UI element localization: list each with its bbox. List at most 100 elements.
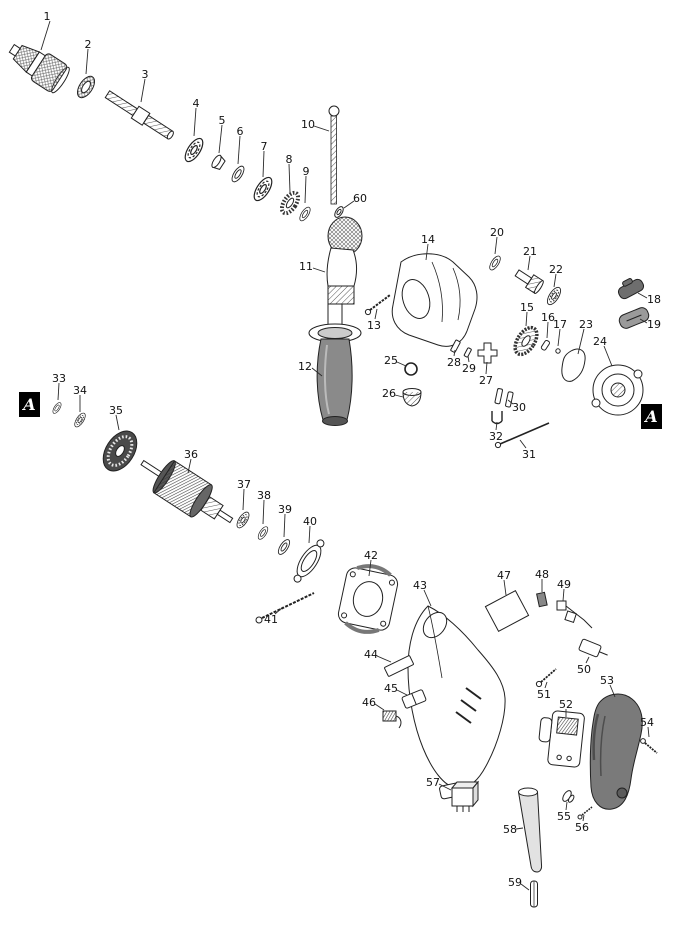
leader-line-14 xyxy=(425,243,429,261)
leader-line-1 xyxy=(40,20,51,51)
leader-line-38 xyxy=(262,499,265,525)
washer-drawing xyxy=(256,524,270,542)
part-number-label-9: 9 xyxy=(303,165,310,178)
motor-housing-drawing xyxy=(407,605,506,800)
part-number-label-18: 18 xyxy=(647,293,661,306)
part-number-label-26: 26 xyxy=(382,387,396,400)
part-number-label-11: 11 xyxy=(299,260,313,273)
clip-drawing xyxy=(491,411,503,425)
part-number-label-20: 20 xyxy=(490,226,504,239)
long-pin-drawing xyxy=(494,422,550,449)
leader-line-25 xyxy=(396,361,407,367)
part-number-label-45: 45 xyxy=(384,682,398,695)
part-number-label-24: 24 xyxy=(593,335,607,348)
leader-line-40 xyxy=(308,525,311,544)
labels-layer: 1234567891011121314151617181920212223242… xyxy=(40,10,661,891)
leader-line-42 xyxy=(368,559,372,577)
detail-marker-a-left: A xyxy=(19,392,40,417)
leader-line-6 xyxy=(237,135,241,165)
part-number-label-14: 14 xyxy=(421,233,435,246)
part-number-label-43: 43 xyxy=(413,579,427,592)
leader-line-12 xyxy=(311,367,323,377)
gear-housing-drawing xyxy=(391,253,478,347)
part-number-label-54: 54 xyxy=(640,716,654,729)
ball-bearing-drawing xyxy=(544,284,564,308)
screw-drawing xyxy=(364,294,391,316)
leader-line-53 xyxy=(609,684,616,698)
connector-drawing xyxy=(578,638,608,658)
part-number-label-41: 41 xyxy=(264,613,278,626)
leader-line-35 xyxy=(115,414,120,431)
chuck-ring-drawing xyxy=(76,75,96,99)
terminal-pair-drawing xyxy=(556,600,593,629)
part-number-label-21: 21 xyxy=(523,245,537,258)
ball-bearing-drawing xyxy=(234,509,252,531)
leader-line-26 xyxy=(394,394,404,398)
bracket-drawing xyxy=(477,342,498,364)
leader-line-32 xyxy=(495,421,498,431)
armature-drawing xyxy=(140,459,234,524)
spindle-drawing xyxy=(104,90,174,140)
part-number-label-57: 57 xyxy=(426,776,440,789)
ring-drawing xyxy=(275,537,293,557)
o-ring-drawing xyxy=(404,362,418,376)
part-number-label-56: 56 xyxy=(575,821,589,834)
bearing-cage-drawing xyxy=(279,190,301,216)
leader-line-56 xyxy=(582,814,585,822)
ball-bearing-drawing xyxy=(181,135,207,165)
part-number-label-44: 44 xyxy=(364,648,378,661)
small-screw-drawing xyxy=(577,806,593,820)
part-number-label-51: 51 xyxy=(537,688,551,701)
leader-line-46 xyxy=(374,703,385,711)
leader-line-20 xyxy=(494,236,498,255)
leader-line-59 xyxy=(520,883,530,891)
field-stator-drawing xyxy=(337,564,399,634)
leader-line-2 xyxy=(85,48,89,75)
side-handle-drawing xyxy=(308,303,362,426)
leader-line-21 xyxy=(527,255,531,271)
leader-line-3 xyxy=(140,78,146,103)
part-number-label-42: 42 xyxy=(364,549,378,562)
part-number-label-50: 50 xyxy=(577,663,591,676)
part-number-label-49: 49 xyxy=(557,578,571,591)
leader-line-47 xyxy=(503,579,507,596)
steel-ball-drawing xyxy=(555,348,561,354)
nut-drawing xyxy=(334,206,344,218)
part-number-label-10: 10 xyxy=(301,118,315,131)
leader-line-18 xyxy=(637,292,648,299)
part-number-label-1: 1 xyxy=(44,10,51,23)
part-number-label-19: 19 xyxy=(647,318,661,331)
leader-line-49 xyxy=(562,588,565,602)
part-number-label-17: 17 xyxy=(553,318,567,331)
part-number-label-52: 52 xyxy=(559,698,573,711)
leader-line-22 xyxy=(553,273,557,288)
leader-line-16 xyxy=(546,321,549,339)
leader-line-43 xyxy=(423,589,432,607)
part-number-label-28: 28 xyxy=(447,356,461,369)
part-number-label-60: 60 xyxy=(353,192,367,205)
leader-line-41 xyxy=(274,606,284,615)
leader-line-51 xyxy=(544,681,548,689)
pin-drawing xyxy=(540,339,550,351)
leader-line-50 xyxy=(585,656,590,664)
part-number-label-35: 35 xyxy=(109,404,123,417)
terminal-block-drawing xyxy=(450,780,480,812)
part-number-label-12: 12 xyxy=(298,360,312,373)
handle-grip-drawing xyxy=(589,693,643,810)
leader-line-9 xyxy=(304,175,307,204)
ring-drawing xyxy=(487,253,503,273)
leader-line-33 xyxy=(57,382,60,401)
leader-line-44 xyxy=(376,655,392,663)
part-number-label-6: 6 xyxy=(237,125,244,138)
leader-line-60 xyxy=(343,200,355,209)
leader-line-45 xyxy=(396,689,408,696)
cap-drawing xyxy=(211,154,226,170)
bearing-cap-drawing xyxy=(591,364,644,416)
leader-line-37 xyxy=(242,488,245,511)
leader-line-27 xyxy=(485,361,488,375)
part-number-label-58: 58 xyxy=(503,823,517,836)
part-number-label-8: 8 xyxy=(286,153,293,166)
part-number-label-3: 3 xyxy=(142,68,149,81)
nameplate-drawing xyxy=(484,589,530,633)
